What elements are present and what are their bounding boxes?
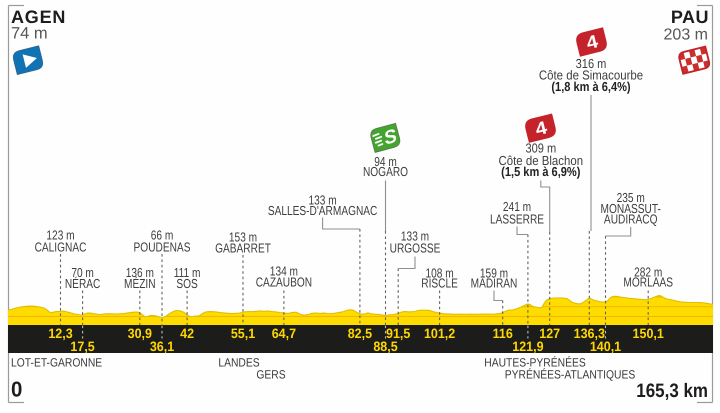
svg-text:82,5: 82,5: [348, 326, 373, 341]
svg-text:127: 127: [539, 326, 560, 341]
svg-text:SOS: SOS: [176, 276, 198, 291]
svg-text:121,9: 121,9: [512, 339, 544, 354]
svg-text:MÉZIN: MÉZIN: [124, 276, 156, 291]
svg-text:282 m: 282 m: [634, 264, 662, 279]
svg-text:Côte de Simacourbe: Côte de Simacourbe: [539, 68, 643, 83]
svg-text:36,1: 36,1: [150, 339, 175, 354]
svg-text:MONASSUT-: MONASSUT-: [601, 201, 661, 216]
svg-text:POUDENAS: POUDENAS: [134, 239, 191, 254]
svg-text:LOT-ET-GARONNE: LOT-ET-GARONNE: [11, 356, 102, 370]
svg-text:PAU: PAU: [671, 7, 709, 27]
svg-text:(1,5 km à 6,9%): (1,5 km à 6,9%): [501, 164, 580, 179]
svg-text:309 m: 309 m: [525, 141, 556, 156]
svg-text:101,2: 101,2: [424, 326, 456, 341]
svg-text:316 m: 316 m: [576, 56, 607, 71]
svg-text:AUDIRACQ: AUDIRACQ: [604, 211, 658, 226]
svg-text:133 m: 133 m: [309, 193, 337, 208]
svg-text:123 m: 123 m: [46, 227, 74, 242]
svg-text:74 m: 74 m: [11, 24, 48, 42]
svg-text:NÉRAC: NÉRAC: [65, 276, 101, 291]
svg-text:66 m: 66 m: [151, 227, 174, 242]
svg-text:PYRÉNÉES-ATLANTIQUES: PYRÉNÉES-ATLANTIQUES: [505, 368, 636, 382]
svg-text:165,3 km: 165,3 km: [636, 380, 708, 402]
svg-text:17,5: 17,5: [70, 339, 95, 354]
svg-text:235 m: 235 m: [617, 190, 645, 205]
svg-text:111 m: 111 m: [174, 265, 201, 280]
svg-text:GERS: GERS: [256, 368, 285, 382]
svg-text:0: 0: [11, 378, 22, 402]
svg-text:108 m: 108 m: [426, 266, 454, 281]
svg-text:88,5: 88,5: [373, 339, 398, 354]
svg-text:203 m: 203 m: [664, 26, 708, 43]
svg-text:55,1: 55,1: [231, 326, 256, 341]
svg-text:NOGARO: NOGARO: [363, 164, 408, 179]
svg-text:CALIGNAC: CALIGNAC: [35, 239, 87, 254]
svg-text:12,3: 12,3: [48, 326, 73, 341]
svg-text:30,9: 30,9: [128, 326, 153, 341]
svg-text:LASSERRE: LASSERRE: [490, 211, 544, 226]
svg-text:GABARRET: GABARRET: [215, 241, 271, 256]
svg-text:SALLES-D'ARMAGNAC: SALLES-D'ARMAGNAC: [268, 203, 378, 218]
svg-text:MORLAAS: MORLAAS: [623, 275, 673, 290]
svg-text:136 m: 136 m: [126, 265, 154, 280]
svg-text:116: 116: [493, 326, 514, 341]
svg-text:133 m: 133 m: [401, 229, 429, 244]
svg-text:150,1: 150,1: [633, 326, 665, 341]
svg-text:HAUTES-PYRÉNÉES: HAUTES-PYRÉNÉES: [484, 356, 586, 370]
svg-text:(1,8 km à 6,4%): (1,8 km à 6,4%): [551, 79, 630, 94]
svg-text:42: 42: [180, 326, 194, 341]
svg-text:136,3: 136,3: [574, 326, 606, 341]
svg-text:Côte de Blachon: Côte de Blachon: [499, 153, 584, 168]
svg-text:LANDES: LANDES: [218, 356, 259, 370]
svg-text:91,5: 91,5: [386, 326, 411, 341]
svg-text:CAZAUBON: CAZAUBON: [256, 274, 312, 289]
svg-text:159 m: 159 m: [480, 266, 508, 281]
svg-text:70 m: 70 m: [71, 265, 94, 280]
svg-text:URGOSSE: URGOSSE: [390, 241, 441, 256]
svg-text:134 m: 134 m: [270, 264, 298, 279]
svg-text:RISCLE: RISCLE: [421, 276, 458, 291]
svg-text:64,7: 64,7: [272, 326, 296, 341]
svg-text:AGEN: AGEN: [11, 7, 66, 27]
svg-text:94 m: 94 m: [374, 154, 397, 169]
svg-text:140,1: 140,1: [590, 339, 622, 354]
svg-text:241 m: 241 m: [503, 199, 531, 214]
svg-text:MADIRAN: MADIRAN: [471, 276, 518, 291]
svg-text:153 m: 153 m: [229, 230, 257, 245]
